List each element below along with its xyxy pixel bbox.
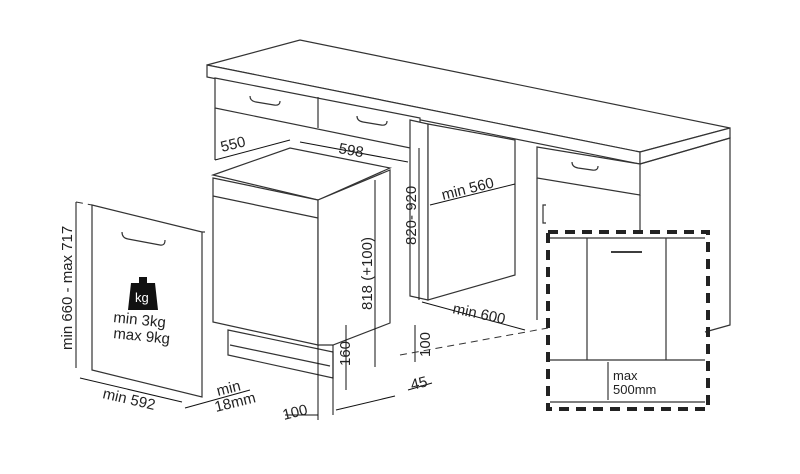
plinth-160-label: 160	[337, 341, 354, 366]
depth-label: 550	[219, 133, 247, 156]
drawer-handle-icon	[571, 161, 599, 171]
width-label: 598	[337, 140, 365, 161]
dishwasher	[210, 147, 392, 379]
decor-panel: kg min 3kg max 9kg	[91, 204, 205, 398]
right-cabinet	[536, 137, 731, 333]
left-cabinet	[214, 77, 429, 301]
weight-icon: kg	[128, 277, 158, 310]
plinth-detail-box: max 500mm	[546, 230, 710, 411]
plinth-100-label: 100	[417, 332, 434, 357]
weight-max-label: max 9kg	[113, 325, 171, 348]
worktop-depth-label: min 600	[451, 300, 507, 328]
weight-icon-label: kg	[135, 290, 149, 305]
panel-height-label: min 660 - max 717	[59, 226, 76, 350]
panel-handle-icon	[121, 231, 166, 246]
plinth-45-label: 45	[409, 373, 429, 394]
side-panel	[427, 123, 516, 301]
door-handle-icon	[542, 204, 546, 224]
drawer-handle-icon	[249, 95, 281, 106]
dimension-lines	[75, 139, 549, 420]
drawer-handle-icon	[356, 115, 388, 126]
max-label: max	[613, 368, 638, 383]
countertop	[206, 39, 731, 165]
niche-height-label: 820- 920	[403, 186, 420, 245]
door-clearance-label: 100	[281, 401, 309, 424]
max-value-label: 500mm	[613, 382, 656, 397]
appliance-height-label: 818 (+100)	[359, 237, 376, 310]
weight-min-label: min 3kg	[113, 309, 167, 331]
panel-thickness-min-label: min	[215, 378, 243, 400]
